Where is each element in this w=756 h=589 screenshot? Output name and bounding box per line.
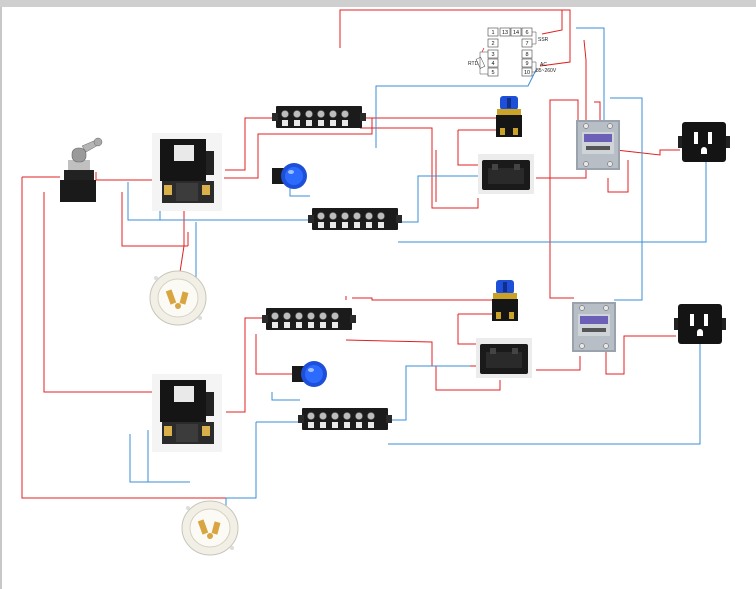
terminal-4-label: 4 [491, 61, 494, 67]
temperature-controller-bottom-icon [476, 338, 532, 378]
selector-switch-bottom-icon [492, 280, 518, 321]
contactor-bottom-icon [152, 374, 222, 452]
live-wires [21, 9, 680, 499]
terminal-7-label: 7 [525, 41, 528, 47]
terminal-1-label: 1 [491, 30, 494, 36]
temperature-controller-schematic: 1 2 3 4 5 13 14 6 7 8 9 10 SSR AC 85~260… [468, 27, 557, 77]
terminal-block-3-icon [261, 307, 357, 331]
twist-lock-inlet-top-icon [149, 270, 207, 326]
voltage-label: 85~260V [536, 68, 557, 74]
terminal-10-label: 10 [524, 70, 530, 76]
indicator-light-bottom-icon [292, 361, 327, 387]
panel-outlet-bottom-icon [674, 304, 726, 344]
contactor-top-icon [152, 133, 222, 211]
twist-lock-inlet-bottom-icon [181, 500, 239, 556]
window-frame-left [0, 7, 2, 589]
solid-state-relay-bottom-icon [571, 301, 617, 353]
terminal-block-1-icon [271, 105, 367, 129]
key-switch-icon [60, 137, 103, 202]
ac-label: AC [540, 62, 547, 68]
terminal-6-label: 6 [525, 30, 528, 36]
terminal-3-label: 3 [491, 52, 494, 58]
terminal-2-label: 2 [491, 41, 494, 47]
terminal-9-label: 9 [525, 61, 528, 67]
ssr-label: SSR [538, 37, 549, 43]
neutral-wires [127, 27, 707, 506]
indicator-light-top-icon [272, 163, 307, 189]
rtd-label: RTD [468, 61, 479, 67]
terminal-5-label: 5 [491, 70, 494, 76]
terminal-block-4-icon [297, 407, 393, 431]
window-frame-top [0, 0, 756, 7]
terminal-8-label: 8 [525, 52, 528, 58]
panel-outlet-top-icon [678, 122, 730, 162]
solid-state-relay-top-icon [575, 119, 621, 171]
terminal-14-label: 14 [513, 30, 519, 36]
terminal-block-2-icon [307, 207, 403, 231]
terminal-13-label: 13 [502, 30, 508, 36]
selector-switch-top-icon [496, 96, 522, 137]
temperature-controller-top-icon [478, 154, 534, 194]
